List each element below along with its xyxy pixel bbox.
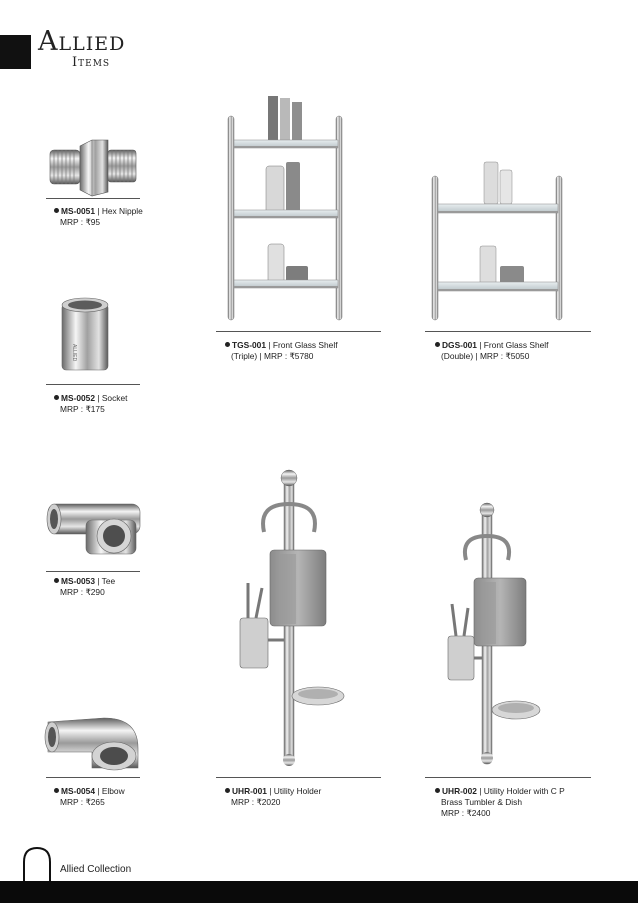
product-caption-uhr-002: UHR-002 | Utility Holder with C P Brass … xyxy=(435,786,605,819)
product-price: MRP : ₹265 xyxy=(60,797,105,807)
product-caption-ms-0054: MS-0054 | Elbow MRP : ₹265 xyxy=(54,786,154,808)
product-code: MS-0054 xyxy=(61,786,95,796)
product-code: UHR-002 xyxy=(442,786,477,796)
product-price: MRP : ₹2400 xyxy=(441,808,491,818)
page-title: Allied xyxy=(38,26,126,57)
hex-nipple-image xyxy=(49,139,137,197)
bullet-icon xyxy=(54,788,59,793)
divider-ms-0054 xyxy=(46,777,140,778)
product-caption-ms-0051: MS-0051 | Hex Nipple MRP : ₹95 xyxy=(54,206,154,228)
product-code: DGS-001 xyxy=(442,340,477,350)
tee-image xyxy=(46,503,141,555)
product-code: MS-0051 xyxy=(61,206,95,216)
bullet-icon xyxy=(54,208,59,213)
bullet-icon xyxy=(225,788,230,793)
utility-holder-image xyxy=(239,469,345,766)
divider-dgs-001 xyxy=(425,331,591,332)
product-name: Tee xyxy=(101,576,116,586)
divider-uhr-001 xyxy=(216,777,381,778)
product-price: MRP : ₹290 xyxy=(60,587,105,597)
divider-ms-0051 xyxy=(46,198,140,199)
elbow-image xyxy=(44,717,139,771)
product-caption-ms-0053: MS-0053 | Tee MRP : ₹290 xyxy=(54,576,154,598)
product-code: TGS-001 xyxy=(232,340,266,350)
product-name: Hex Nipple xyxy=(101,206,143,216)
product-name: Elbow xyxy=(101,786,125,796)
product-name: Front Glass Shelf xyxy=(272,340,338,350)
product-price: MRP : ₹175 xyxy=(60,404,105,414)
product-name: Utility Holder with C P xyxy=(483,786,565,796)
header-tab-block xyxy=(0,35,31,69)
product-caption-uhr-001: UHR-001 | Utility Holder MRP : ₹2020 xyxy=(225,786,385,808)
divider-ms-0052 xyxy=(46,384,140,385)
product-name: Utility Holder xyxy=(273,786,322,796)
triple-glass-shelf-image xyxy=(227,96,343,321)
product-code: MS-0053 xyxy=(61,576,95,586)
product-name: Front Glass Shelf xyxy=(483,340,549,350)
product-price: (Double) | MRP : ₹5050 xyxy=(441,351,530,361)
product-code: MS-0052 xyxy=(61,393,95,403)
socket-image: ALLIED xyxy=(61,297,109,371)
utility-holder-cp-image xyxy=(447,502,541,765)
product-caption-ms-0052: MS-0052 | Socket MRP : ₹175 xyxy=(54,393,154,415)
product-name: Socket xyxy=(101,393,128,403)
footer-arch-icon xyxy=(23,846,51,886)
bullet-icon xyxy=(225,342,230,347)
product-caption-tgs-001: TGS-001 | Front Glass Shelf (Triple) | M… xyxy=(225,340,385,362)
product-code: UHR-001 xyxy=(232,786,267,796)
product-caption-dgs-001: DGS-001 | Front Glass Shelf (Double) | M… xyxy=(435,340,595,362)
bullet-icon xyxy=(435,342,440,347)
product-detail: Brass Tumbler & Dish xyxy=(441,797,522,807)
divider-ms-0053 xyxy=(46,571,140,572)
bullet-icon xyxy=(54,578,59,583)
product-price: MRP : ₹95 xyxy=(60,217,101,227)
svg-text:ALLIED: ALLIED xyxy=(71,344,77,362)
double-glass-shelf-image xyxy=(431,161,563,321)
bullet-icon xyxy=(435,788,440,793)
footer-label: Allied Collection xyxy=(60,864,132,875)
divider-tgs-001 xyxy=(216,331,381,332)
page-subtitle: Items xyxy=(72,55,111,70)
footer-bar xyxy=(0,881,638,903)
product-price: MRP : ₹2020 xyxy=(231,797,281,807)
product-price: (Triple) | MRP : ₹5780 xyxy=(231,351,314,361)
bullet-icon xyxy=(54,395,59,400)
divider-uhr-002 xyxy=(425,777,591,778)
